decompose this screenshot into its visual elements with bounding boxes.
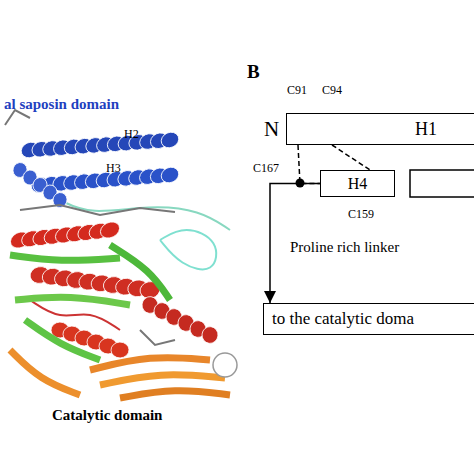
helix-ribbon <box>159 129 182 150</box>
residue-label: C94 <box>322 84 342 96</box>
ligand-stick <box>5 110 30 125</box>
edge-label: Proline rich linker <box>290 240 399 255</box>
box-label: H4 <box>348 175 368 193</box>
helix-ribbon <box>201 326 219 344</box>
disulfide-bond <box>332 145 370 170</box>
helix-label: H3 <box>106 162 121 174</box>
box-label: to the catalytic doma <box>272 309 414 329</box>
residue-label: C91 <box>287 84 307 96</box>
cysteine-dot <box>296 179 305 188</box>
beta-strand <box>100 375 225 385</box>
helix-box: H4 <box>320 170 395 197</box>
beta-strand <box>10 255 120 260</box>
domain-label: al saposin domain <box>4 97 119 112</box>
helix-ribbon <box>98 219 123 241</box>
box-label: H1 <box>415 119 437 140</box>
loop-coil <box>160 230 216 269</box>
beta-strand <box>120 391 230 398</box>
beta-strand <box>90 358 210 370</box>
ligand-stick <box>140 330 175 345</box>
helix-ribbon <box>159 164 182 185</box>
residue-label: C159 <box>348 208 374 220</box>
helix-ribbon <box>111 342 129 358</box>
helix-box: H1 <box>286 113 474 145</box>
beta-strand <box>25 320 100 360</box>
disulfide-bond <box>298 145 320 184</box>
ligand-stick <box>20 205 175 215</box>
sugar-ring <box>213 353 237 377</box>
helix-label: H2 <box>124 128 139 140</box>
residue-label: C167 <box>253 162 279 174</box>
domain-label: Catalytic domain <box>52 408 162 423</box>
terminus-label: N <box>264 119 279 140</box>
helix-box: to the catalytic doma <box>263 303 474 335</box>
beta-strand <box>10 350 80 395</box>
helix-box <box>410 170 474 197</box>
beta-strand <box>110 245 170 300</box>
beta-strand <box>15 297 130 305</box>
panel-letter: B <box>247 62 260 81</box>
